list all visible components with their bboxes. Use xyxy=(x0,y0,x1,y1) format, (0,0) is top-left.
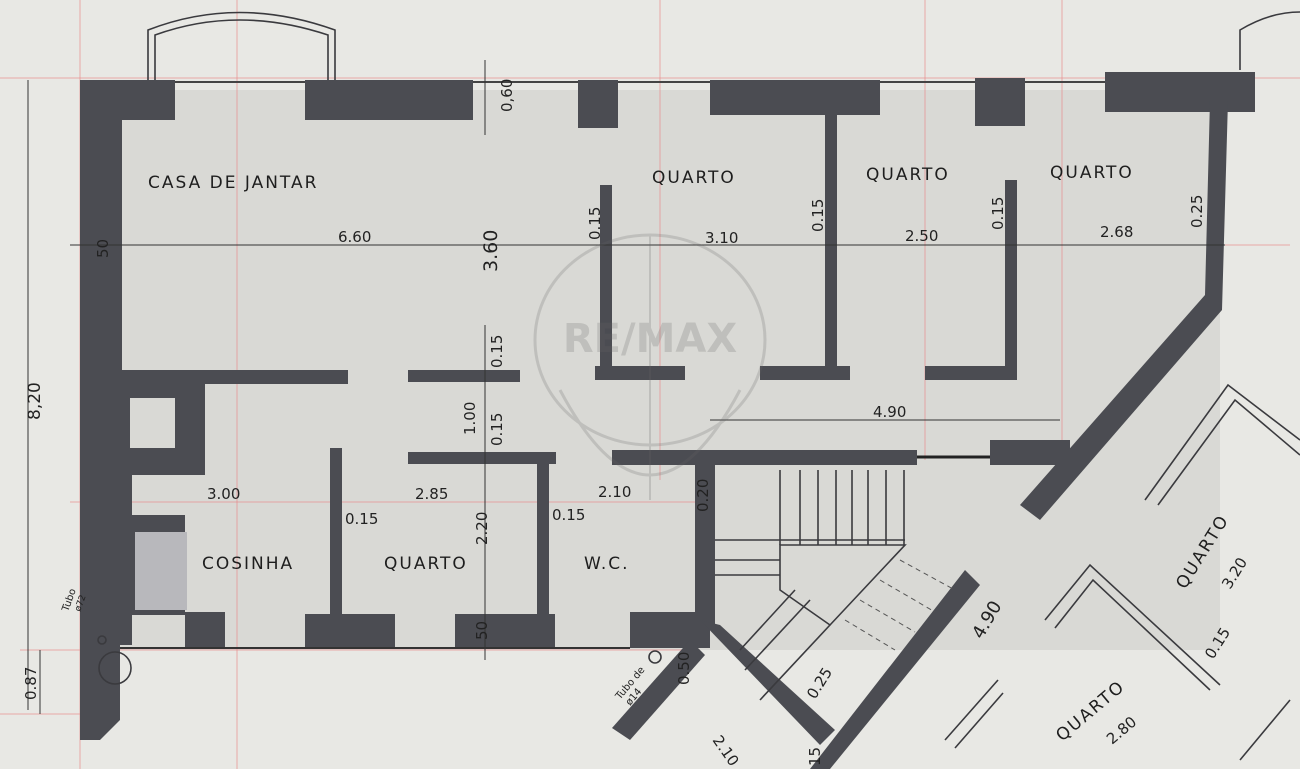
dim-2-10: 2.10 xyxy=(598,483,631,501)
dim-0-15-mid: 0.15 xyxy=(488,335,506,368)
dim-0-20: 0.20 xyxy=(694,479,712,512)
room-label-quarto-1: QUARTO xyxy=(652,168,736,188)
dim-4-90-h: 4.90 xyxy=(873,403,906,421)
staircase xyxy=(715,470,956,701)
dim-0-15-b: 0.15 xyxy=(809,199,827,232)
walls xyxy=(80,72,1255,769)
room-label-cosinha: COSINHA xyxy=(202,554,294,574)
dim-2-85: 2.85 xyxy=(415,485,448,503)
dim-3-00: 3.00 xyxy=(207,485,240,503)
dim-0-15-a: 0.15 xyxy=(586,207,604,240)
dim-3-10: 3.10 xyxy=(705,229,738,247)
dim-15-bottom: 15 xyxy=(806,747,824,766)
dim-0-15-k: 0.15 xyxy=(345,510,378,528)
room-label-quarto-2: QUARTO xyxy=(866,165,950,185)
pipe-circle-left xyxy=(98,651,132,685)
dim-2-68: 2.68 xyxy=(1100,223,1133,241)
dimension-lines xyxy=(27,60,1225,714)
dim-2-50: 2.50 xyxy=(905,227,938,245)
dim-0-15-mid2: 0.15 xyxy=(488,413,506,446)
pipe-circle-right xyxy=(648,650,662,664)
dim-0-25-right: 0.25 xyxy=(1188,195,1206,228)
adjacent-unit xyxy=(944,383,1300,761)
dim-0-15-c: 0.15 xyxy=(989,197,1007,230)
dim-50-left: 50 xyxy=(94,239,112,258)
dim-6-60: 6.60 xyxy=(338,228,371,246)
dim-0-15-w: 0.15 xyxy=(552,506,585,524)
room-label-casa-de-jantar: CASA DE JANTAR xyxy=(148,173,318,193)
dim-0-50: 0.50 xyxy=(675,652,693,685)
dim-2-20: 2.20 xyxy=(473,512,491,545)
balcony-right xyxy=(1239,11,1300,70)
dim-1-00: 1.00 xyxy=(461,402,479,435)
room-label-wc: W.C. xyxy=(584,554,630,574)
balcony-left xyxy=(147,11,336,80)
dim-3-60: 3.60 xyxy=(480,230,502,272)
dim-0-87: 0.87 xyxy=(22,667,40,700)
remax-watermark: RE/MAX xyxy=(533,233,767,500)
watermark-text: RE/MAX xyxy=(563,316,737,362)
dim-0-60: 0,60 xyxy=(498,79,516,112)
dim-8-20: 8,20 xyxy=(25,382,45,420)
dim-50-bottom: 50 xyxy=(473,621,491,640)
room-label-quarto-3: QUARTO xyxy=(1050,163,1134,183)
room-label-quarto-4: QUARTO xyxy=(384,554,468,574)
